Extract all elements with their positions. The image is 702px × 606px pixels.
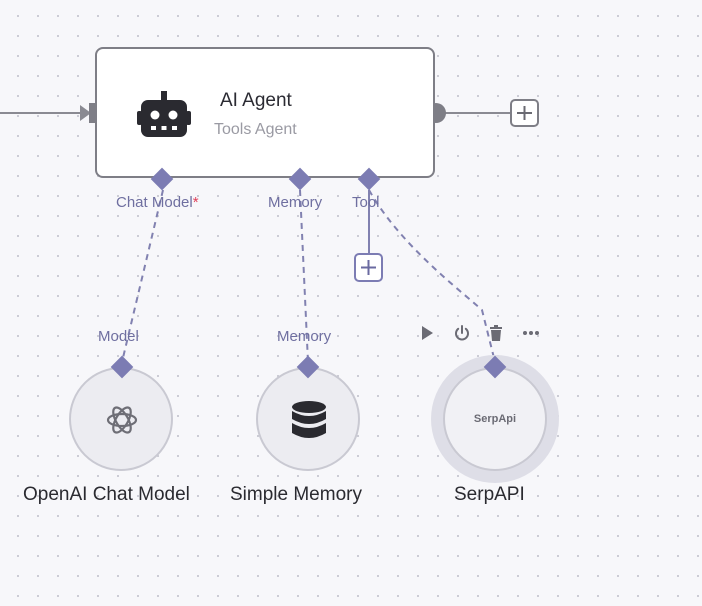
simple-memory-name: Simple Memory [230, 484, 362, 505]
serpapi-logo: SerpApi [473, 413, 517, 425]
tool-input-handle[interactable] [483, 355, 507, 379]
openai-chat-model-node[interactable] [69, 367, 173, 471]
memory-input-handle[interactable] [296, 355, 320, 379]
tool-connector-label: Tool [352, 194, 380, 211]
add-next-node-button[interactable] [510, 99, 539, 127]
agent-input-handle[interactable] [89, 103, 99, 123]
simple-memory-node[interactable] [256, 367, 360, 471]
openai-chat-model-name: OpenAI Chat Model [23, 484, 190, 505]
database-icon [292, 401, 326, 438]
openai-icon [106, 406, 138, 434]
add-tool-button[interactable] [354, 253, 383, 282]
serpapi-name: SerpAPI [454, 484, 525, 505]
more-icon[interactable] [522, 324, 540, 342]
trash-icon[interactable] [487, 324, 505, 342]
chat-model-connection[interactable] [121, 189, 164, 363]
memory-connector-label: Memory [268, 194, 323, 211]
tool-connection[interactable] [368, 189, 496, 363]
ai-agent-node[interactable]: AI Agent Tools Agent [95, 47, 435, 178]
memory-connection[interactable] [299, 189, 309, 363]
serpapi-node-body[interactable]: SerpApi [443, 367, 547, 471]
power-icon[interactable] [453, 324, 471, 342]
incoming-connection[interactable] [0, 105, 91, 121]
memory-input-label: Memory [277, 328, 332, 345]
play-icon[interactable] [418, 324, 436, 342]
required-marker: * [192, 194, 199, 211]
chat-model-label: Chat Model* [116, 194, 199, 211]
model-input-handle[interactable] [110, 355, 134, 379]
agent-title: AI Agent [220, 90, 292, 111]
model-input-label: Model [98, 328, 139, 345]
robot-icon [137, 91, 191, 137]
agent-subtitle: Tools Agent [214, 121, 297, 138]
